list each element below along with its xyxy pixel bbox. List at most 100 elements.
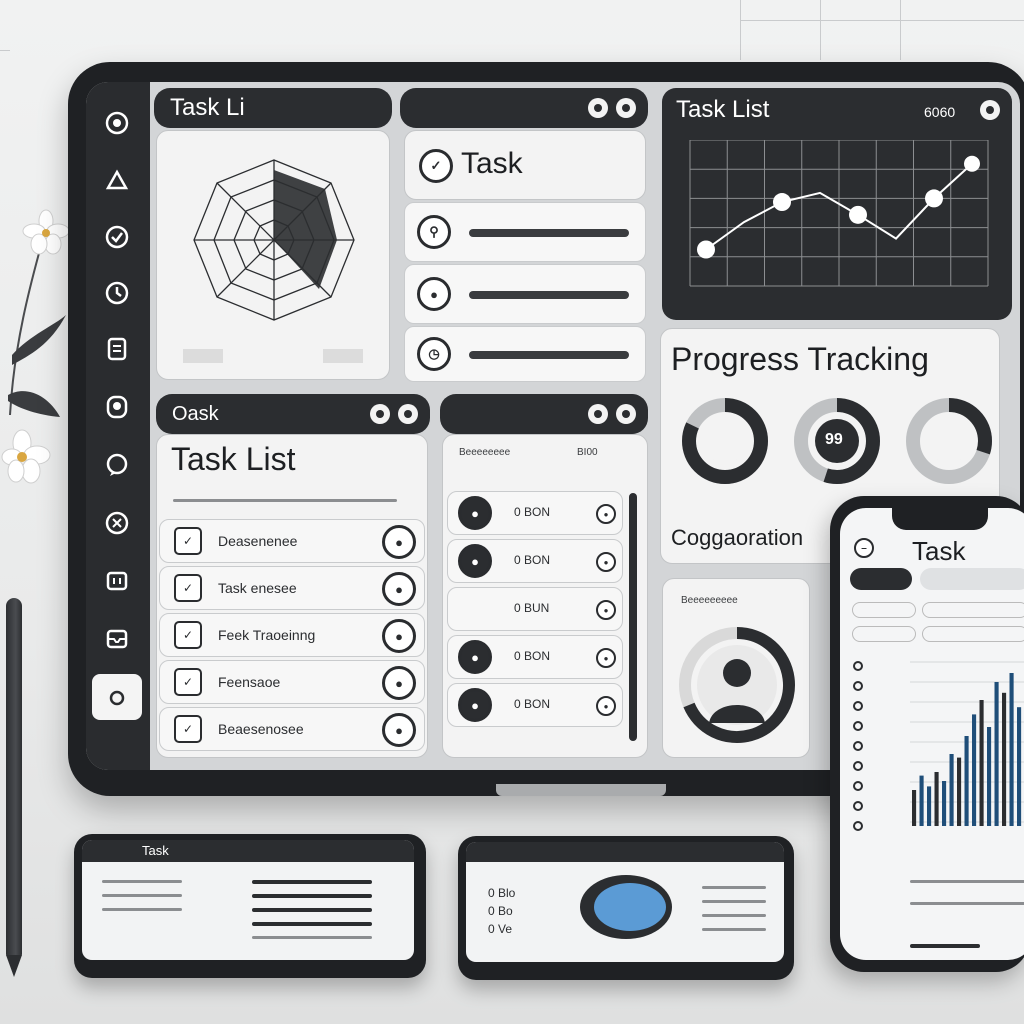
phone-filter-field[interactable]: [852, 626, 916, 642]
line-point[interactable]: [773, 193, 791, 212]
task-list-row[interactable]: ✓ Beaesenosee ●: [159, 707, 425, 751]
mini-row-label: 0 Bo: [488, 904, 513, 918]
schedule-status-icon[interactable]: ●: [596, 600, 616, 620]
line-point[interactable]: [925, 189, 943, 208]
line-chart-title: Task List: [676, 96, 770, 123]
task-item[interactable]: ⚲: [404, 202, 646, 262]
minimize-button[interactable]: [588, 98, 608, 118]
task-panel-heading: Task: [461, 147, 523, 180]
progress-ring: [794, 398, 880, 484]
sidebar-folder-icon[interactable]: [100, 564, 134, 598]
task-panel-header: [400, 88, 648, 128]
schedule-status-icon[interactable]: ●: [596, 552, 616, 572]
progress-ring-label: 99: [825, 431, 843, 448]
sidebar-user-icon[interactable]: [100, 390, 134, 424]
task-list-row[interactable]: ✓Feensaoe●: [159, 660, 425, 704]
tablet-device: Task Li: [68, 62, 1024, 796]
task-checkbox-icon[interactable]: ✓: [174, 527, 202, 555]
task-list-panel-bar-title: Oask: [172, 402, 219, 425]
background-sketch-line: [900, 0, 901, 60]
sidebar-document-icon[interactable]: [100, 332, 134, 366]
back-icon[interactable]: –: [854, 538, 874, 558]
task-status-icon[interactable]: ●: [382, 525, 416, 559]
axis-marker: [853, 701, 863, 711]
schedule-status-icon[interactable]: ●: [596, 648, 616, 668]
schedule-row[interactable]: ●0 BON●: [447, 635, 623, 679]
schedule-status-icon[interactable]: ●: [596, 504, 616, 524]
task-list-heading: Task List: [171, 441, 296, 477]
sidebar-calendar-icon[interactable]: [100, 276, 134, 310]
close-button[interactable]: [398, 404, 418, 424]
schedule-status-icon[interactable]: ●: [596, 696, 616, 716]
summary-line: [252, 936, 372, 939]
sidebar-settings-icon[interactable]: [100, 506, 134, 540]
axis-marker: [853, 781, 863, 791]
phone-title: Task: [912, 536, 966, 566]
phone-filter-field[interactable]: [922, 602, 1024, 618]
schedule-row[interactable]: ●0 BON●: [447, 683, 623, 727]
minimize-button[interactable]: [588, 404, 608, 424]
radar-data-area: [274, 170, 337, 289]
schedule-row-text: 0 BON: [514, 505, 551, 519]
background-sketch-line: [740, 0, 741, 60]
background-sketch-line: [820, 0, 821, 60]
line-series: [705, 162, 973, 251]
avatar: [679, 627, 795, 743]
stylus: [6, 598, 22, 958]
task-checkbox-icon[interactable]: ✓: [174, 621, 202, 649]
task-list-row-label: Task enesee: [218, 580, 297, 596]
task-checkbox-icon[interactable]: ✓: [174, 574, 202, 602]
task-checkbox-icon[interactable]: ✓: [174, 668, 202, 696]
line-chart-panel: Task List 6060: [662, 88, 1012, 320]
close-button[interactable]: [616, 98, 636, 118]
sidebar-dashboard-icon[interactable]: [100, 164, 134, 198]
phone-tab-active[interactable]: [850, 568, 912, 590]
task-item[interactable]: ●: [404, 264, 646, 324]
radar-chart: [193, 159, 355, 321]
summary-line: [702, 900, 766, 903]
schedule-scrollbar[interactable]: [629, 493, 637, 741]
task-list-row-label: Beaesenosee: [218, 721, 304, 737]
phone-tab[interactable]: [920, 568, 1024, 590]
close-button[interactable]: [616, 404, 636, 424]
axis-marker: [853, 661, 863, 671]
task-status-icon[interactable]: ●: [382, 572, 416, 606]
stylus-tip: [6, 955, 22, 977]
tablet-home-bar: [496, 784, 666, 796]
task-status-icon[interactable]: ●: [382, 713, 416, 747]
task-item[interactable]: ◷: [404, 326, 646, 382]
sidebar-profile-icon[interactable]: [92, 674, 142, 720]
task-panel-heading-card: ✓ Task: [404, 130, 646, 200]
bar: [912, 790, 917, 826]
progress-ring: [682, 398, 768, 484]
line-point[interactable]: [964, 155, 980, 172]
sidebar-home-icon[interactable]: [100, 106, 134, 140]
minimize-button[interactable]: [370, 404, 390, 424]
task-checkbox-icon[interactable]: ✓: [174, 715, 202, 743]
small-phone-left-screen: Task: [82, 840, 414, 960]
phone-filter-field[interactable]: [852, 602, 916, 618]
progress-ring-fill: [794, 398, 880, 484]
task-list-card: Task List ✓Deasenenee●✓Task enesee●✓Feek…: [156, 434, 428, 758]
chart-options-button[interactable]: [980, 100, 1000, 120]
schedule-row[interactable]: ●0 BON●: [447, 491, 623, 535]
sidebar-chat-icon[interactable]: [100, 448, 134, 482]
line-point[interactable]: [849, 205, 867, 224]
schedule-row-text: 0 BON: [514, 697, 551, 711]
small-phone-left-title: Task: [142, 843, 169, 858]
sidebar-tasks-icon[interactable]: [100, 220, 134, 254]
task-list-row[interactable]: ✓Deasenenee●: [159, 519, 425, 563]
task-status-icon[interactable]: ●: [382, 619, 416, 653]
task-list-row[interactable]: ✓Feek Traoeinng●: [159, 613, 425, 657]
task-list-row[interactable]: ✓ Task enesee ●: [159, 566, 425, 610]
phone-filter-field[interactable]: [922, 626, 1024, 642]
sidebar-inbox-icon[interactable]: [100, 622, 134, 656]
small-phone-middle-screen: 0 Blo 0 Bo 0 Ve: [466, 842, 784, 962]
task-status-icon[interactable]: ●: [382, 666, 416, 700]
schedule-row[interactable]: ●0 BON●: [447, 539, 623, 583]
schedule-row[interactable]: 0 BUN●: [447, 587, 623, 631]
list-line: [102, 908, 182, 911]
axis-marker: [853, 681, 863, 691]
line-point[interactable]: [697, 240, 715, 259]
task-progress-line: [469, 351, 629, 359]
